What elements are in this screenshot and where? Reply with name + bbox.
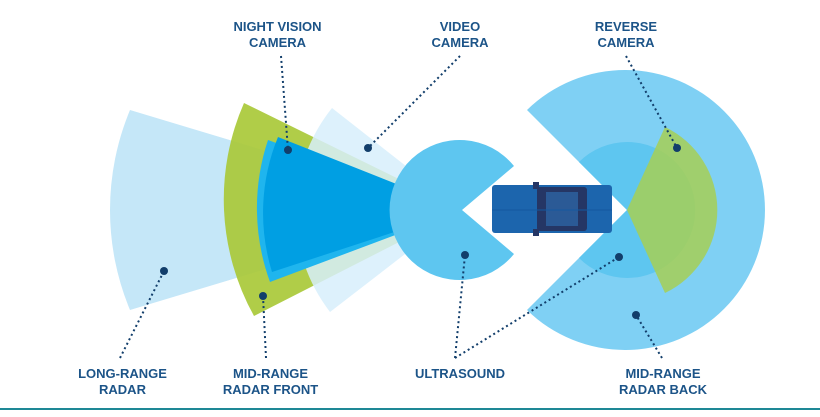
ultrasound-rear-dot [615, 253, 623, 261]
label-line: MID-RANGE [232, 366, 309, 381]
mid-range-front-leader [262, 295, 267, 359]
ultrasound-front-dot [461, 251, 469, 259]
mid-range-radar-front-label: MID-RANGE RADAR FRONT [208, 366, 333, 398]
label-line: LONG-RANGE [78, 366, 167, 381]
reverse-camera-dot [673, 144, 681, 152]
night-vision-camera-zone [263, 137, 462, 272]
label-line: VIDEO [439, 19, 481, 34]
long-range-radar-label: LONG-RANGE RADAR [65, 366, 180, 398]
night-vision-camera-label: NIGHT VISION CAMERA [215, 19, 340, 51]
long-range-radar-leader [119, 270, 165, 359]
label-line: RADAR [99, 382, 146, 397]
ultrasound-label: ULTRASOUND [400, 366, 520, 382]
ultrasound-rear-leader [454, 256, 620, 359]
car-top-view-icon [492, 182, 612, 236]
mid-range-back-dot [632, 311, 640, 319]
label-line: ULTRASOUND [414, 366, 506, 381]
night-vision-dot [284, 146, 292, 154]
label-line: RADAR FRONT [222, 382, 319, 397]
front-ultrasound-zone [389, 140, 514, 280]
ultrasound-front-leader [454, 254, 466, 359]
mid-range-radar-back-label: MID-RANGE RADAR BACK [603, 366, 723, 398]
label-line: REVERSE [594, 19, 658, 34]
video-camera-dot [364, 144, 372, 152]
label-line: CAMERA [597, 35, 655, 50]
label-line: MID-RANGE [625, 366, 701, 381]
video-camera-label: VIDEO CAMERA [410, 19, 510, 51]
mid-range-back-leader [635, 314, 663, 359]
mid-range-front-dot [259, 292, 267, 300]
video-camera-leader [367, 55, 461, 149]
reverse-camera-zone [627, 127, 718, 293]
reverse-camera-label: REVERSE CAMERA [576, 19, 676, 51]
bottom-divider [0, 408, 820, 410]
label-line: CAMERA [248, 35, 307, 50]
label-line: NIGHT VISION [233, 19, 322, 34]
night-vision-leader [280, 55, 289, 151]
long-range-radar-dot [160, 267, 168, 275]
label-line: RADAR BACK [618, 382, 708, 397]
label-line: CAMERA [431, 35, 489, 50]
